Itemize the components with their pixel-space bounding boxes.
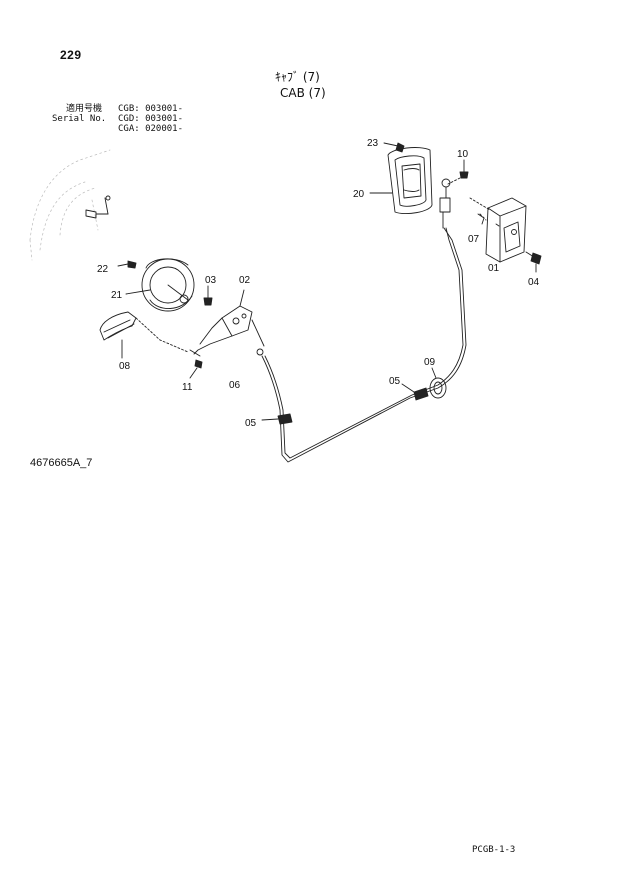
part-09-grommet [429, 367, 447, 399]
callout-20: 20 [353, 189, 365, 200]
page-number: 229 [60, 48, 82, 62]
page-title-japanese: ｷｬﾌﾞ (7) [275, 70, 320, 84]
callout-22: 22 [97, 264, 109, 275]
part-05-clamp-right [401, 383, 429, 401]
callout-11: 11 [182, 382, 193, 393]
diagram-id: 4676665A_7 [30, 457, 93, 469]
callout-08: 08 [119, 361, 131, 372]
callout-labels: 23 10 20 07 01 04 22 03 02 21 08 11 06 0… [97, 138, 540, 429]
cab-outline-sketch [29, 149, 111, 261]
part-01-latch-assembly [469, 197, 527, 263]
part-08-handle-lever [99, 311, 189, 359]
cab-latch-small [85, 195, 111, 219]
part-22-screw [117, 260, 137, 269]
callout-04: 04 [528, 277, 540, 288]
callout-06: 06 [229, 380, 241, 391]
serial-range-cgd: CGD: 003001- [118, 114, 184, 124]
callout-05-left: 05 [245, 418, 257, 429]
callout-09: 09 [424, 357, 436, 368]
cable-upper-end [439, 177, 461, 229]
callout-21: 21 [111, 290, 123, 301]
page-code: PCGB-1-3 [472, 845, 516, 855]
serial-range-cga: CGA: 020001- [118, 124, 184, 134]
part-07-clip [477, 213, 485, 225]
part-10-bolt [459, 159, 469, 179]
callout-07: 07 [468, 234, 480, 245]
callout-23: 23 [367, 138, 379, 149]
part-11-nut [189, 359, 203, 379]
part-21-handle-cup [125, 258, 195, 312]
part-02-lever-bracket [189, 289, 265, 357]
part-06-cable [261, 227, 467, 463]
serial-range-cgb: CGB: 003001- [118, 104, 184, 114]
part-03-bolt [203, 285, 213, 306]
part-04-bolt [525, 251, 542, 273]
part-05-clamp-left [261, 413, 293, 425]
serial-label-english: Serial No. [52, 114, 107, 124]
callout-03: 03 [205, 275, 217, 286]
page-title-english: CAB (7) [280, 86, 326, 100]
callout-10: 10 [457, 149, 469, 160]
callout-05-right: 05 [389, 376, 401, 387]
callout-01: 01 [488, 263, 500, 274]
part-20-handle-bezel [369, 147, 433, 215]
serial-label-japanese: 適用号機 [66, 104, 103, 114]
callout-02: 02 [239, 275, 251, 286]
